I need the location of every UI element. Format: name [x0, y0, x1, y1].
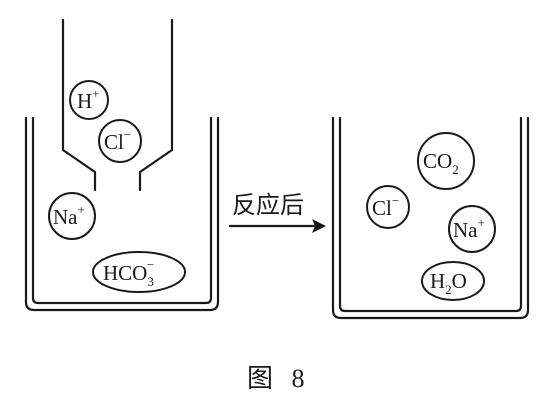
ion-na-plus: Na+	[48, 192, 96, 240]
molecule-h2o: H2O	[421, 261, 485, 301]
figure-caption: 图 8	[247, 364, 311, 393]
ion-hco3-minus: HCO3−	[92, 251, 186, 293]
ion-h-plus: H+	[69, 80, 109, 120]
reaction-arrow	[228, 219, 326, 233]
ion-cl-minus: Cl−	[98, 119, 142, 163]
ion-cl-minus-after: Cl−	[366, 185, 410, 229]
svg-text:CO2: CO2	[423, 149, 459, 177]
svg-text:Cl−: Cl−	[104, 127, 131, 154]
svg-text:Na+: Na+	[53, 202, 85, 229]
right-beaker	[331, 116, 530, 320]
svg-text:H2O: H2O	[430, 269, 467, 297]
left-beaker	[24, 116, 220, 312]
ion-na-plus-after: Na+	[448, 205, 496, 253]
molecule-co2: CO2	[417, 132, 475, 190]
svg-text:Cl−: Cl−	[372, 193, 399, 220]
svg-text:HCO3−: HCO3−	[103, 257, 154, 289]
svg-text:H+: H+	[77, 86, 100, 113]
arrow-label: 反应后	[232, 192, 304, 219]
svg-text:Na+: Na+	[453, 215, 485, 242]
dropper-tube	[61, 18, 174, 192]
